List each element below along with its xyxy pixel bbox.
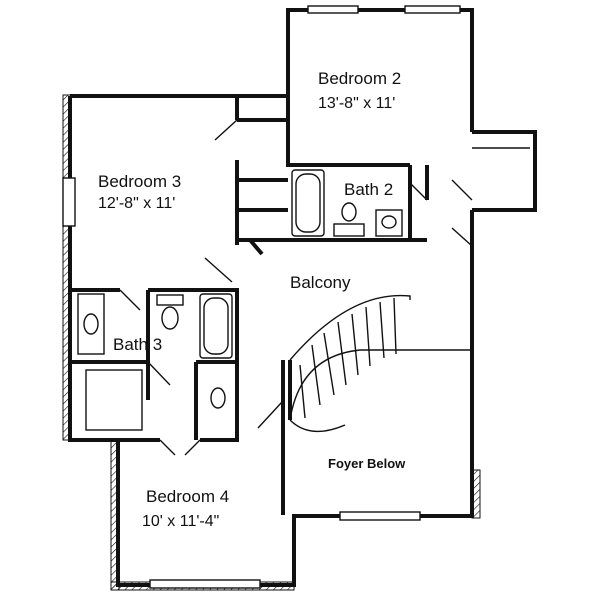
closet-bath3 — [85, 369, 143, 431]
door-swing-bath3 — [119, 289, 171, 386]
door-swing-bedroom2 — [451, 179, 473, 247]
bedroom2-dims: 13'-8" x 11' — [318, 95, 395, 112]
wall-bath3-top — [70, 288, 239, 410]
bedroom2-name: Bedroom 2 — [318, 69, 401, 88]
wall-bath3-mid — [194, 360, 237, 440]
wall-bath2-right — [408, 165, 427, 242]
door-swing-balcony-left — [257, 401, 283, 429]
toilet-bath3 — [161, 306, 179, 330]
bathtub-bath3-inner — [203, 297, 229, 355]
wall-bedroom3-right — [235, 96, 288, 122]
wall-bath3-bottom — [70, 290, 150, 400]
curved-staircase — [288, 294, 472, 433]
balcony-name: Balcony — [290, 273, 351, 292]
bay-projection — [472, 130, 537, 212]
window-bedroom2-top-right — [404, 5, 461, 14]
toilet-bowl-bath2 — [381, 215, 397, 229]
window-bedroom2-top-left — [307, 5, 359, 14]
foyer-name: Foyer Below — [328, 456, 406, 471]
exterior-walls — [68, 8, 474, 587]
window-bedroom3-left — [62, 177, 76, 227]
door-swing-bedroom4 — [159, 439, 201, 456]
bath3-name: Bath 3 — [113, 335, 162, 354]
sink-bath3 — [83, 313, 99, 335]
door-swing-bath2 — [409, 182, 428, 201]
bath2-name: Bath 2 — [344, 180, 393, 199]
bedroom4-name: Bedroom 4 — [146, 487, 229, 506]
toilet-bath3-b — [210, 387, 226, 409]
wall-closet — [235, 160, 288, 242]
sink-counter-bath2 — [333, 223, 365, 237]
bathtub-bath2-inner — [295, 173, 321, 233]
toilet-tank-bath3 — [156, 294, 184, 306]
sink-bath2 — [341, 202, 357, 222]
balcony-rail — [235, 238, 264, 256]
bedroom3-dims: 12'-8" x 11' — [98, 195, 175, 212]
bedroom4-dims: 10' x 11'-4" — [142, 513, 219, 530]
wall-bedroom4-top — [118, 410, 239, 442]
window-foyer-bottom — [339, 511, 421, 521]
door-swing-bedroom3 — [204, 257, 233, 283]
window-bedroom4-bottom — [149, 579, 261, 589]
door-swing-bedroom3-closet — [214, 119, 238, 141]
bedroom3-name: Bedroom 3 — [98, 172, 181, 191]
